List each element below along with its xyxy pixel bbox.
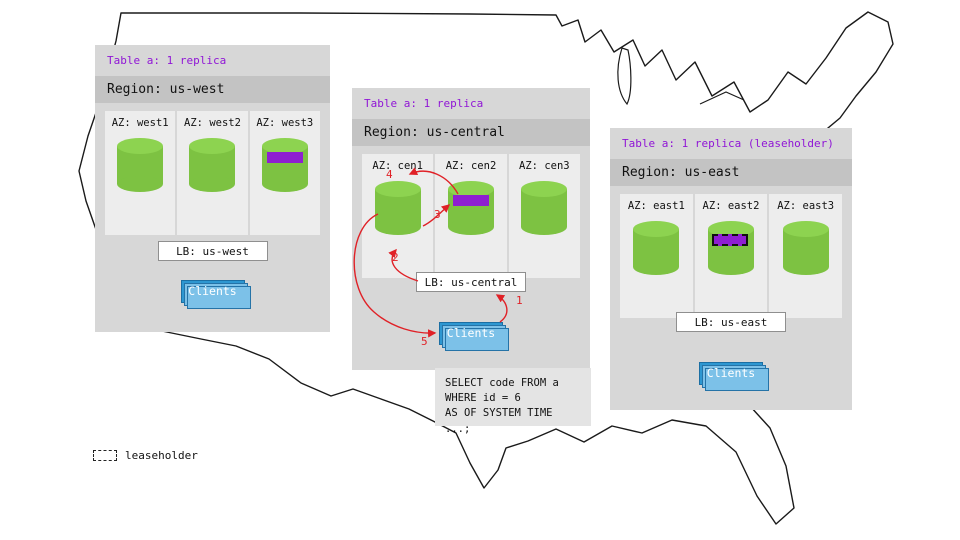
replica-cylinder bbox=[189, 138, 236, 198]
cylinder-bottom bbox=[782, 259, 829, 275]
panel-us-central: Table a: 1 replica Region: us-central AZ… bbox=[352, 88, 590, 370]
panel-us-east: Table a: 1 replica (leaseholder) Region:… bbox=[610, 128, 852, 410]
cylinder-top bbox=[521, 181, 568, 197]
us-west-clients-box: Clients bbox=[180, 280, 251, 309]
us-central-table-label: Table a: 1 replica bbox=[364, 97, 484, 110]
cylinder-bottom bbox=[521, 219, 568, 235]
cylinder-bottom bbox=[633, 259, 680, 275]
replica-cylinder bbox=[782, 221, 829, 281]
sql-line-1: SELECT code FROM a bbox=[445, 377, 559, 389]
us-east-table-label: Table a: 1 replica (leaseholder) bbox=[622, 137, 834, 150]
az-east1: AZ: east1 bbox=[620, 194, 695, 318]
cylinder-bottom bbox=[447, 219, 494, 235]
az-cen2-label: AZ: cen2 bbox=[445, 160, 497, 172]
az-cen3-label: AZ: cen3 bbox=[519, 160, 570, 172]
us-east-clients-box: Clients bbox=[699, 362, 769, 391]
us-west-az-group: AZ: west1 AZ: west2 AZ: west3 bbox=[105, 111, 320, 235]
cylinder-bottom bbox=[261, 176, 308, 192]
replica-range bbox=[266, 152, 303, 163]
us-east-region-label: Region: us-east bbox=[610, 159, 852, 186]
us-map-border bbox=[78, 11, 894, 525]
replica-cylinder bbox=[521, 181, 568, 241]
cylinder-top bbox=[261, 138, 308, 154]
us-east-load-balancer: LB: us-east bbox=[676, 312, 786, 332]
replica-cylinder bbox=[374, 181, 421, 241]
us-central-az-group: AZ: cen1 AZ: cen2 AZ: cen3 bbox=[362, 154, 580, 278]
az-west3: AZ: west3 bbox=[250, 111, 320, 235]
az-cen1: AZ: cen1 bbox=[362, 154, 436, 278]
cylinder-top bbox=[447, 181, 494, 197]
az-cen1-label: AZ: cen1 bbox=[372, 160, 423, 172]
lake-erie-outline bbox=[699, 91, 745, 105]
cylinder-top bbox=[117, 138, 164, 154]
replica-cylinder bbox=[708, 221, 754, 281]
panel-us-west: Table a: 1 replica Region: us-west AZ: w… bbox=[95, 45, 330, 332]
cylinder-bottom bbox=[374, 219, 421, 235]
az-west2: AZ: west2 bbox=[177, 111, 250, 235]
az-west1-label: AZ: west1 bbox=[111, 117, 169, 129]
us-east-az-group: AZ: east1 AZ: east2 AZ: east3 bbox=[620, 194, 842, 318]
az-east1-label: AZ: east1 bbox=[627, 200, 685, 212]
sql-line-3: AS OF SYSTEM TIME ...; bbox=[445, 407, 553, 435]
cylinder-top bbox=[374, 181, 421, 197]
cylinder-top bbox=[782, 221, 829, 237]
cylinder-top bbox=[708, 221, 754, 237]
cylinder-bottom bbox=[117, 176, 164, 192]
us-west-region-label: Region: us-west bbox=[95, 76, 330, 103]
cylinder-top bbox=[189, 138, 236, 154]
leaseholder-range bbox=[712, 234, 748, 246]
az-west3-label: AZ: west3 bbox=[256, 117, 314, 129]
replica-range bbox=[452, 195, 489, 206]
us-west-table-label: Table a: 1 replica bbox=[107, 54, 227, 67]
us-west-load-balancer: LB: us-west bbox=[157, 241, 268, 261]
sql-query-note: SELECT code FROM a WHERE id = 6 AS OF SY… bbox=[435, 368, 591, 435]
replica-cylinder bbox=[261, 138, 308, 198]
az-east2: AZ: east2 bbox=[695, 194, 770, 318]
az-east2-label: AZ: east2 bbox=[702, 200, 760, 212]
az-cen3: AZ: cen3 bbox=[509, 154, 580, 278]
cylinder-bottom bbox=[708, 259, 754, 275]
az-cen2: AZ: cen2 bbox=[435, 154, 509, 278]
us-central-clients-box: Clients bbox=[439, 322, 509, 351]
az-east3: AZ: east3 bbox=[769, 194, 842, 318]
lake-michigan-outline bbox=[617, 47, 632, 106]
az-west1: AZ: west1 bbox=[105, 111, 178, 235]
cylinder-bottom bbox=[189, 176, 236, 192]
replica-cylinder bbox=[447, 181, 494, 241]
cylinder-top bbox=[633, 221, 680, 237]
us-central-load-balancer: LB: us-central bbox=[416, 272, 526, 292]
leaseholder-legend: leaseholder bbox=[93, 449, 198, 462]
replica-cylinder bbox=[633, 221, 680, 281]
us-central-region-label: Region: us-central bbox=[352, 119, 590, 146]
az-east3-label: AZ: east3 bbox=[777, 200, 835, 212]
az-west2-label: AZ: west2 bbox=[184, 117, 241, 129]
replica-cylinder bbox=[117, 138, 164, 198]
sql-line-2: WHERE id = 6 bbox=[445, 392, 521, 405]
leaseholder-legend-label: leaseholder bbox=[125, 449, 198, 462]
leaseholder-swatch-icon bbox=[93, 450, 117, 461]
